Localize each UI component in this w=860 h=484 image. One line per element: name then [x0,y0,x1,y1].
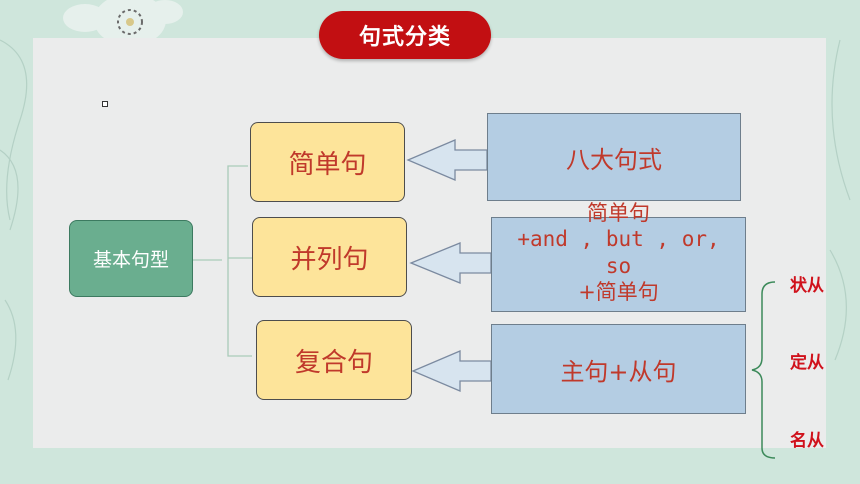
arrow-1 [406,139,488,181]
arrow-2 [409,242,492,284]
arrow-3 [411,350,492,392]
description-compound-box [491,217,746,312]
tree-bracket [227,165,252,357]
description-simple: 八大句式 [487,113,741,201]
compound-line-2: +and , but , or, [517,227,720,252]
category-complex-sentence: 复合句 [256,320,412,400]
clause-type-nominal: 名从 [790,431,824,451]
clause-type-attributive: 定从 [790,353,824,373]
root-node: 基本句型 [69,220,193,297]
description-compound-text: 简单句 +and , but , or, so +简单句 [491,200,746,305]
compound-line-1: 简单句 [587,201,650,225]
compound-line-4: +简单句 [578,279,659,304]
category-compound-sentence: 并列句 [252,217,407,297]
compound-line-3: so [605,253,632,278]
description-complex: 主句+从句 [491,324,746,414]
clause-type-adverbial: 状从 [790,276,824,296]
page-title: 句式分类 [319,11,491,59]
category-simple-sentence: 简单句 [250,122,405,202]
clause-bracket [751,281,776,459]
bullet-marker [102,101,108,107]
